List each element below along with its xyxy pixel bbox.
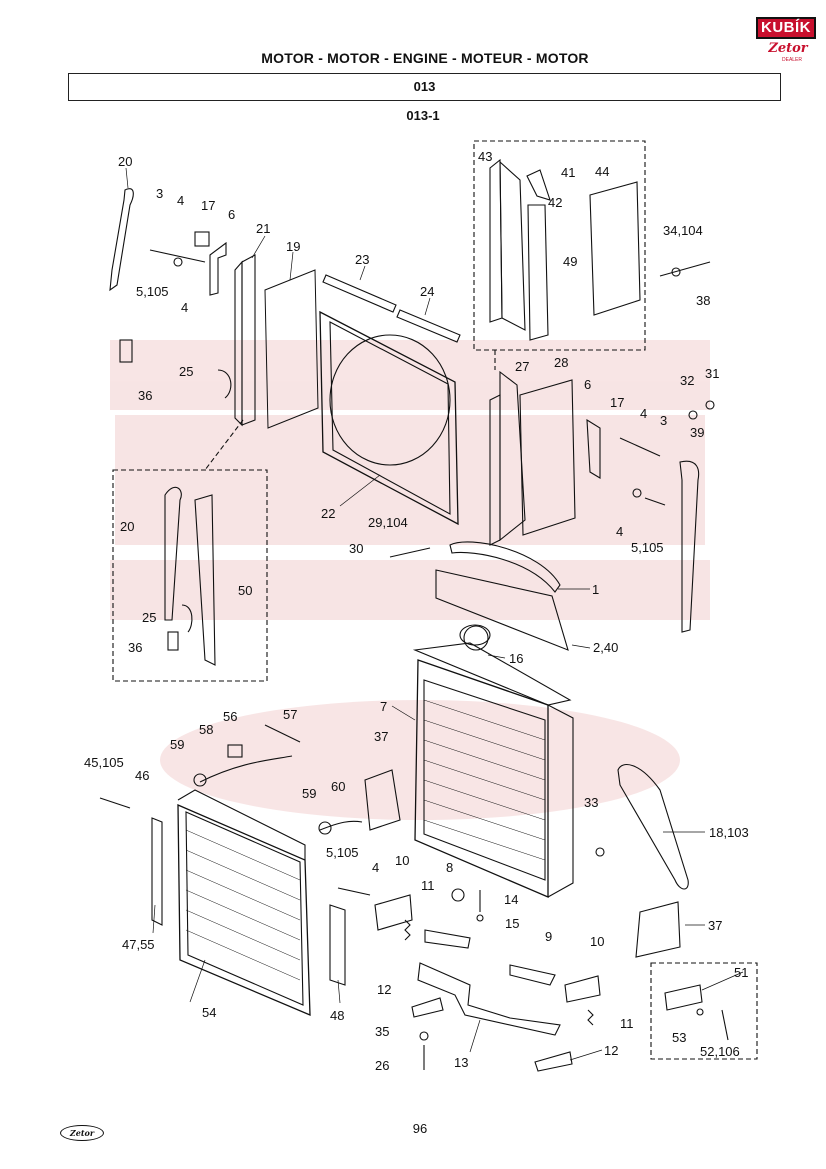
- callout-label: 18,103: [709, 825, 749, 840]
- callout-label: 36: [138, 388, 152, 403]
- footer-zetor-logo: Zetor: [60, 1125, 104, 1141]
- callout-label: 49: [563, 254, 577, 269]
- callout-label: 27: [515, 359, 529, 374]
- callout-label: 3: [660, 413, 667, 428]
- callout-label: 5,105: [326, 845, 359, 860]
- callout-label: 44: [595, 164, 609, 179]
- callout-label: 4: [616, 524, 623, 539]
- callout-label: 45,105: [84, 755, 124, 770]
- callout-label: 33: [584, 795, 598, 810]
- callout-label: 28: [554, 355, 568, 370]
- callout-label: 46: [135, 768, 149, 783]
- callout-label: 8: [446, 860, 453, 875]
- callout-label: 25: [179, 364, 193, 379]
- detail-box-bracket: [650, 962, 758, 1060]
- callout-label: 38: [696, 293, 710, 308]
- callout-label: 59: [170, 737, 184, 752]
- callout-label: 9: [545, 929, 552, 944]
- detail-box-left: [112, 469, 268, 682]
- callout-label: 21: [256, 221, 270, 236]
- callout-labels: 20 3 4 17 6 21 19 5,105 4 36 25 23 24 22…: [84, 149, 749, 1073]
- callout-label: 53: [672, 1030, 686, 1045]
- callout-label: 10: [395, 853, 409, 868]
- callout-label: 20: [120, 519, 134, 534]
- callout-label: 1: [592, 582, 599, 597]
- callout-label: 58: [199, 722, 213, 737]
- callout-label: 36: [128, 640, 142, 655]
- leader-lines: [125, 167, 744, 1061]
- callout-label: 30: [349, 541, 363, 556]
- callout-label: 59: [302, 786, 316, 801]
- callout-label: 12: [377, 982, 391, 997]
- callout-label: 4: [372, 860, 379, 875]
- page-number: 96: [412, 1121, 428, 1136]
- callout-label: 10: [590, 934, 604, 949]
- callout-label: 6: [228, 207, 235, 222]
- callout-label: 25: [142, 610, 156, 625]
- callout-label: 11: [620, 1016, 634, 1031]
- callout-label: 24: [420, 284, 434, 299]
- watermark: [110, 340, 710, 820]
- callout-label: 56: [223, 709, 237, 724]
- callout-label: 4: [181, 300, 188, 315]
- callout-label: 2,40: [593, 640, 618, 655]
- callout-label: 12: [604, 1043, 618, 1058]
- logo-tagline: DEALER: [782, 57, 803, 63]
- callout-label: 29,104: [368, 515, 408, 530]
- callout-label: 31: [705, 366, 719, 381]
- callout-label: 52,106: [700, 1044, 740, 1059]
- page-title: MOTOR - MOTOR - ENGINE - MOTEUR - MOTOR: [261, 50, 589, 66]
- callout-label: 6: [584, 377, 591, 392]
- callout-label: 54: [202, 1005, 216, 1020]
- callout-label: 5,105: [136, 284, 169, 299]
- callout-label: 32: [680, 373, 694, 388]
- callout-label: 47,55: [122, 937, 155, 952]
- callout-label: 3: [156, 186, 163, 201]
- callout-label: 37: [374, 729, 388, 744]
- callout-label: 48: [330, 1008, 344, 1023]
- detail-box-top: [473, 140, 646, 351]
- callout-label: 60: [331, 779, 345, 794]
- section-code: 013-1: [406, 108, 440, 123]
- callout-label: 13: [454, 1055, 468, 1070]
- callout-label: 4: [177, 193, 184, 208]
- callout-label: 22: [321, 506, 335, 521]
- callout-label: 11: [421, 878, 435, 893]
- logo-subbrand: Zetor: [768, 41, 808, 56]
- callout-label: 34,104: [663, 223, 703, 238]
- callout-label: 17: [610, 395, 624, 410]
- callout-label: 39: [690, 425, 704, 440]
- callout-label: 51: [734, 965, 748, 980]
- callout-label: 5,105: [631, 540, 664, 555]
- kubik-zetor-logo: KUBÍK Zetor DEALER: [756, 13, 816, 65]
- callout-label: 16: [509, 651, 523, 666]
- callout-label: 37: [708, 918, 722, 933]
- callout-label: 19: [286, 239, 300, 254]
- callout-label: 4: [640, 406, 647, 421]
- callout-label: 43: [478, 149, 492, 164]
- callout-label: 57: [283, 707, 297, 722]
- callout-label: 41: [561, 165, 575, 180]
- callout-label: 35: [375, 1024, 389, 1039]
- callout-label: 26: [375, 1058, 389, 1073]
- callout-label: 15: [505, 916, 519, 931]
- logo-brand: KUBÍK: [756, 17, 816, 39]
- parts-drawing: [99, 140, 758, 1072]
- callout-label: 50: [238, 583, 252, 598]
- group-code-box: 013: [68, 73, 781, 101]
- callout-label: 14: [504, 892, 518, 907]
- callout-label: 7: [380, 699, 387, 714]
- callout-label: 23: [355, 252, 369, 267]
- callout-label: 20: [118, 154, 132, 169]
- callout-label: 17: [201, 198, 215, 213]
- callout-label: 42: [548, 195, 562, 210]
